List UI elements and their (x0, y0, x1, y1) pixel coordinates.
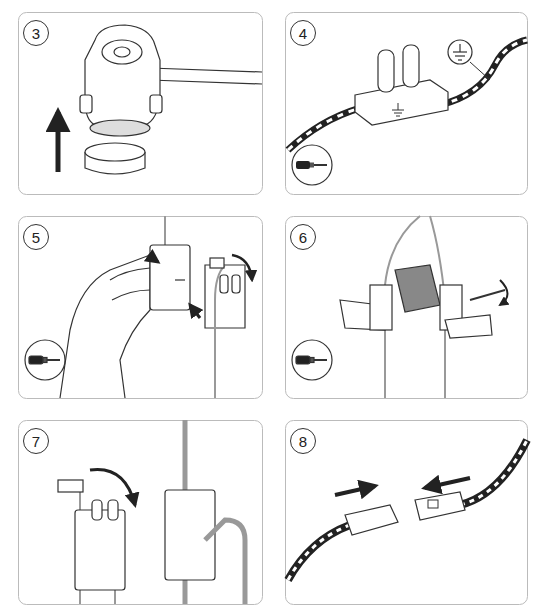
closing-illustration (58, 420, 245, 604)
step-number: 8 (290, 428, 316, 454)
callout-number: 4 (299, 26, 307, 41)
step-number: 7 (23, 428, 49, 454)
panel (286, 421, 528, 605)
terminal-illustration (288, 40, 527, 185)
callout-number: 6 (299, 230, 307, 245)
connector-illustration (292, 216, 508, 398)
callout-number: 3 (32, 26, 40, 41)
callout-number: 8 (299, 434, 307, 449)
direction-arrow (56, 112, 61, 172)
callout-number: 7 (32, 434, 40, 449)
step-number: 5 (23, 224, 49, 250)
step-number: 4 (290, 20, 316, 46)
clamp-illustration (80, 25, 262, 174)
panel (286, 217, 528, 399)
panel (19, 217, 263, 399)
step-number: 6 (290, 224, 316, 250)
panel (286, 13, 528, 195)
callout-number: 5 (32, 230, 40, 245)
panel (19, 421, 263, 605)
hand-illustration (25, 216, 252, 398)
strip-illustration (288, 440, 527, 580)
step-number: 3 (23, 20, 49, 46)
panel (19, 13, 263, 195)
